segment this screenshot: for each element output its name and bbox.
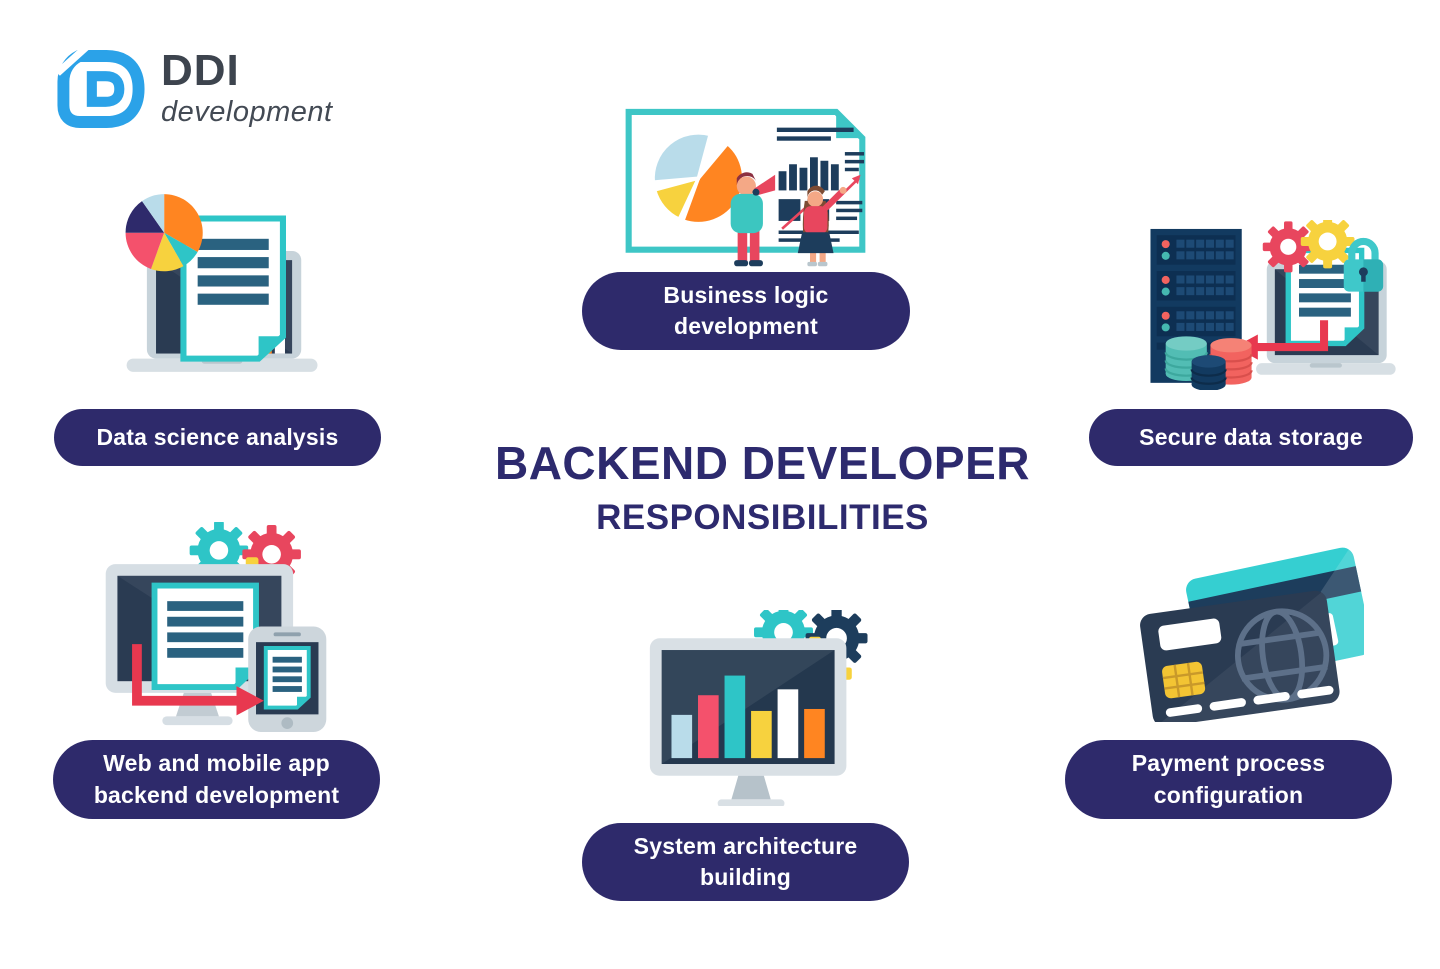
title-line-2: RESPONSIBILITIES [596, 498, 929, 537]
pill-label: building [699, 864, 792, 890]
gear-icon [242, 525, 301, 584]
pill-secure-data-storage: Secure data storage [1089, 409, 1413, 466]
business-logic-illustration [625, 108, 866, 267]
database-icons [1164, 336, 1253, 390]
pie-chart-icon [125, 194, 203, 272]
pill-business-logic-development: Business logic development [582, 272, 910, 350]
page-title: BACKEND DEVELOPER RESPONSIBILITIES [420, 436, 1105, 538]
pill-label: Business logic [663, 281, 829, 308]
pill-label: Secure data storage [1139, 423, 1363, 450]
card-number-dashes [1165, 685, 1334, 717]
pill-label: Web and mobile app [103, 750, 330, 777]
pill-web-mobile-backend: Web and mobile app backend development [53, 740, 380, 819]
web-mobile-backend-illustration [105, 522, 327, 732]
server-rack [1150, 228, 1242, 383]
document-icon [263, 646, 311, 710]
secure-data-storage-illustration [1150, 220, 1396, 390]
gear-icon [1300, 220, 1355, 269]
pill-payment-process-configuration: Payment process configuration [1065, 740, 1392, 819]
pill-data-science-analysis: Data science analysis [54, 409, 381, 466]
data-science-illustration [125, 194, 318, 372]
desktop-monitor [649, 638, 847, 806]
chip-icon [1162, 661, 1206, 699]
gear-icon [1262, 221, 1314, 273]
pill-system-architecture-building: System architecture building [582, 823, 909, 901]
presenter-pointing [797, 185, 847, 267]
title-line-1: BACKEND DEVELOPER [494, 437, 1030, 489]
payment-illustration [1140, 546, 1364, 722]
pill-label: configuration [1153, 781, 1304, 808]
presenter-with-megaphone [730, 172, 776, 267]
pill-label: Data science analysis [96, 423, 339, 450]
document-icon [180, 215, 286, 362]
gear-icon [189, 522, 249, 580]
credit-card-front [1140, 589, 1342, 722]
gear-icon [754, 610, 813, 662]
logo: DDI development [57, 45, 333, 133]
logo-brand: DDI [161, 46, 240, 95]
pill-label: backend development [93, 781, 340, 808]
document-icon [1285, 247, 1365, 347]
arrow-right-icon [132, 644, 264, 716]
pill-label: development [673, 313, 819, 339]
database-navy [1190, 355, 1227, 390]
pill-label: Payment process [1131, 750, 1326, 777]
document-icon [151, 582, 259, 690]
smartphone [248, 626, 327, 732]
pill-label: System architecture [633, 832, 858, 859]
padlock-icon [1343, 237, 1384, 292]
logo-text: DDI development [161, 45, 333, 129]
logo-subtitle: development [161, 96, 333, 128]
ddi-logo-icon [57, 45, 145, 128]
bar-chart-icon [671, 675, 825, 759]
system-architecture-illustration [649, 610, 868, 806]
pie-chart-icon [651, 131, 746, 226]
